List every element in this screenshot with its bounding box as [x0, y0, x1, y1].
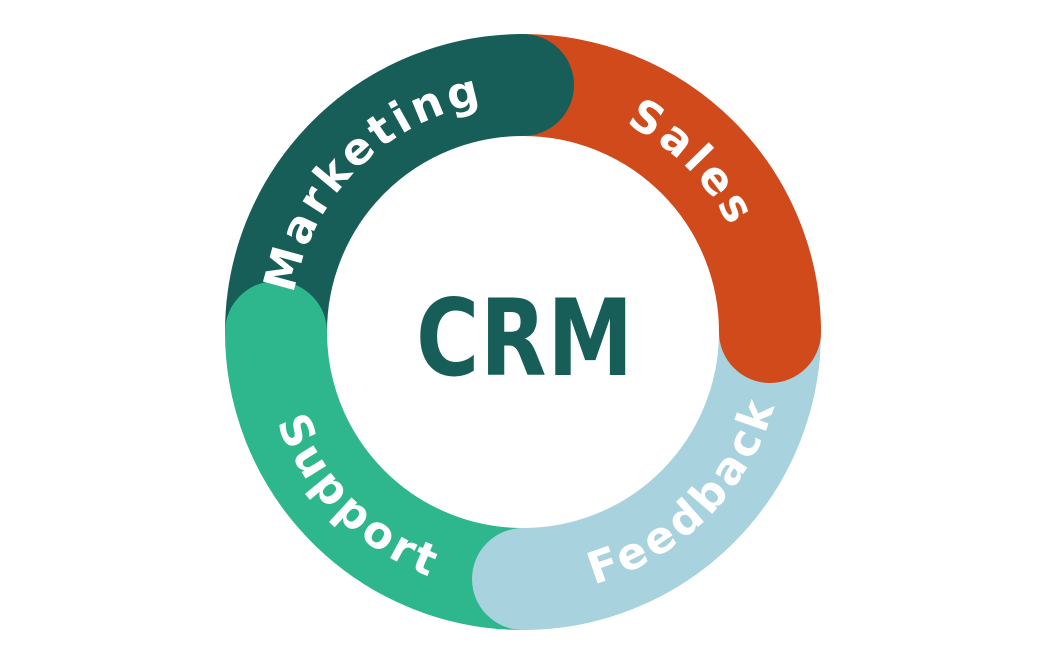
segment-end-caps: [225, 34, 821, 630]
segment-arc-marketing: [225, 34, 524, 333]
segment-cap-sales: [719, 281, 821, 383]
segment-cap-marketing: [472, 34, 574, 136]
segment-arc-feedback: [522, 331, 821, 630]
segment-cap-support: [225, 281, 327, 383]
segment-arc-support: [225, 331, 524, 630]
ring-segments: [225, 34, 821, 630]
center-label: CRM: [416, 277, 634, 400]
segment-arc-sales: [522, 34, 821, 333]
segment-cap-feedback: [472, 528, 574, 630]
